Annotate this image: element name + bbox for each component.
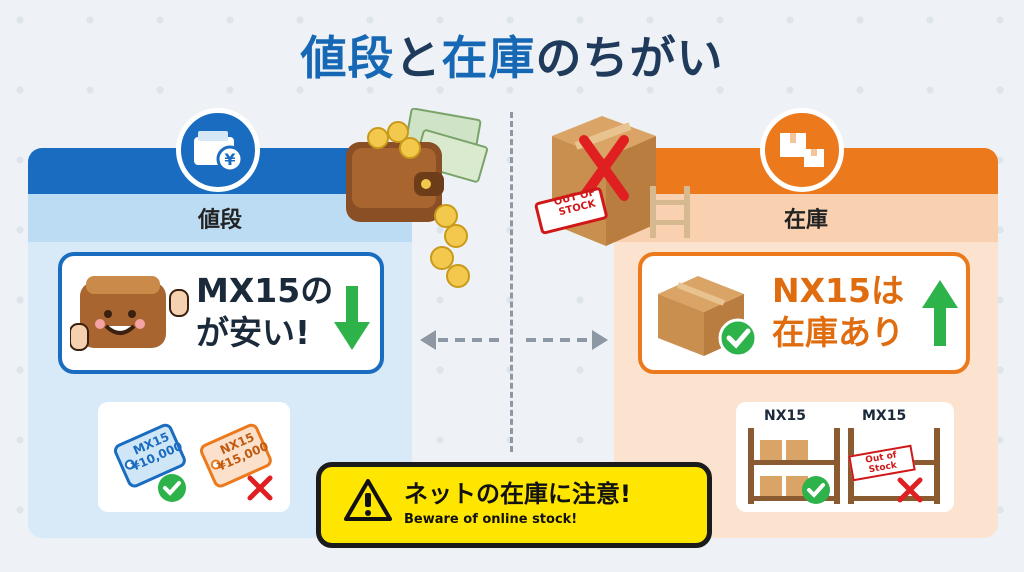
arrow-down-icon (332, 284, 372, 358)
empty-shelf-icon (646, 184, 694, 244)
out-of-stock-box-icon (532, 106, 672, 260)
warning-banner (316, 462, 712, 548)
price-tag-icon (110, 414, 188, 502)
warning-subtitle: Beware of online stock! (404, 512, 578, 527)
warning-title: ネットの在庫に注意! (404, 480, 631, 508)
stock-heading: 在庫 (783, 208, 828, 233)
title-and: と (394, 31, 442, 85)
check-icon (156, 472, 188, 508)
money-wallet-icon (338, 107, 488, 302)
title-price: 値段 (300, 31, 395, 85)
cross-icon (246, 474, 274, 506)
arrow-up-icon (920, 278, 960, 352)
price-tag-icon (196, 414, 274, 502)
title-stock: 在庫 (441, 31, 536, 85)
cross-icon (896, 476, 924, 508)
svg-text:¥: ¥ (224, 150, 235, 169)
price-message-line1: MX15の (196, 271, 334, 310)
check-icon (800, 474, 832, 510)
boxes-icon (760, 108, 844, 192)
shelf-mx15-label: MX15 (862, 408, 907, 424)
price-heading: 値段 (197, 208, 242, 233)
wallet-yen-icon: ¥ (176, 108, 260, 192)
page-title: 値段と在庫のちがい (0, 22, 1024, 88)
price-message-line2: が安い! (196, 313, 311, 352)
box-check-icon (654, 270, 764, 364)
stock-message: NX15は 在庫あり (772, 270, 904, 354)
title-difference: のちがい (535, 31, 724, 85)
shelf-nx15-label: NX15 (764, 408, 806, 424)
stock-message-line2: 在庫あり (772, 313, 904, 352)
center-divider (510, 112, 513, 452)
warning-icon (344, 478, 392, 526)
happy-wallet-icon (69, 268, 190, 364)
dashed-double-arrow-icon (420, 328, 608, 356)
price-message: MX15の が安い! (196, 270, 333, 354)
stock-message-line1: NX15は (772, 271, 904, 310)
